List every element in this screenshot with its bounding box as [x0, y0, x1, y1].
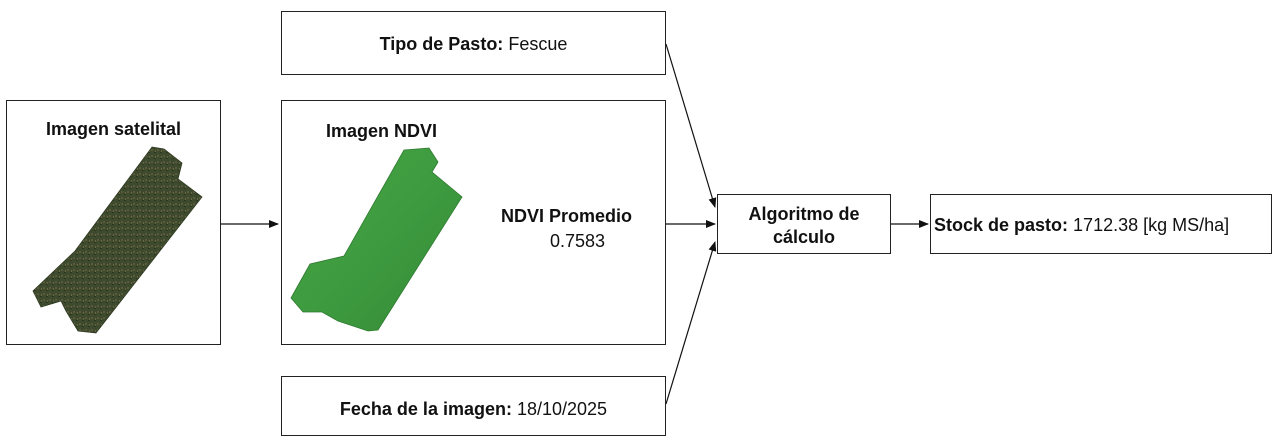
satellite-field-image — [32, 146, 203, 334]
ndvi-field-image — [290, 147, 463, 332]
ndvi-average-label: NDVI Promedio — [501, 206, 633, 226]
grass-type-value: Fescue — [508, 34, 568, 54]
image-date-box: Fecha de la imagen: 18/10/2025 — [281, 376, 666, 436]
satellite-image-title: Imagen satelital — [45, 119, 182, 139]
arrow-date-to-algorithm — [665, 241, 717, 405]
grass-type-box: Tipo de Pasto: Fescue — [281, 11, 666, 75]
ndvi-panel: Imagen NDVI NDVI Promedio 0.7583 — [281, 100, 666, 345]
ndvi-average-value: 0.7583 — [550, 231, 606, 251]
algorithm-line1: Algoritmo de — [748, 204, 860, 224]
stock-value: 1712.38 [kg MS/ha] — [1073, 215, 1230, 235]
stock-label: Stock de pasto: — [934, 215, 1069, 235]
satellite-image-box: Imagen satelital — [6, 100, 221, 345]
arrow-grasstype-to-algorithm — [665, 43, 717, 208]
algorithm-box: Algoritmo de cálculo — [717, 194, 891, 254]
algorithm-line2: cálculo — [772, 227, 836, 247]
image-date-value: 18/10/2025 — [516, 399, 608, 419]
stock-result-box: Stock de pasto: 1712.38 [kg MS/ha] — [930, 194, 1272, 254]
image-date-text: Fecha de la imagen: 18/10/2025 — [282, 399, 665, 420]
image-date-label: Fecha de la imagen: — [339, 399, 512, 419]
ndvi-image-title: Imagen NDVI — [326, 121, 438, 141]
grass-type-label: Tipo de Pasto: — [379, 34, 504, 54]
grass-type-text: Tipo de Pasto: Fescue — [282, 34, 665, 55]
stock-text: Stock de pasto: 1712.38 [kg MS/ha] — [934, 215, 1229, 236]
